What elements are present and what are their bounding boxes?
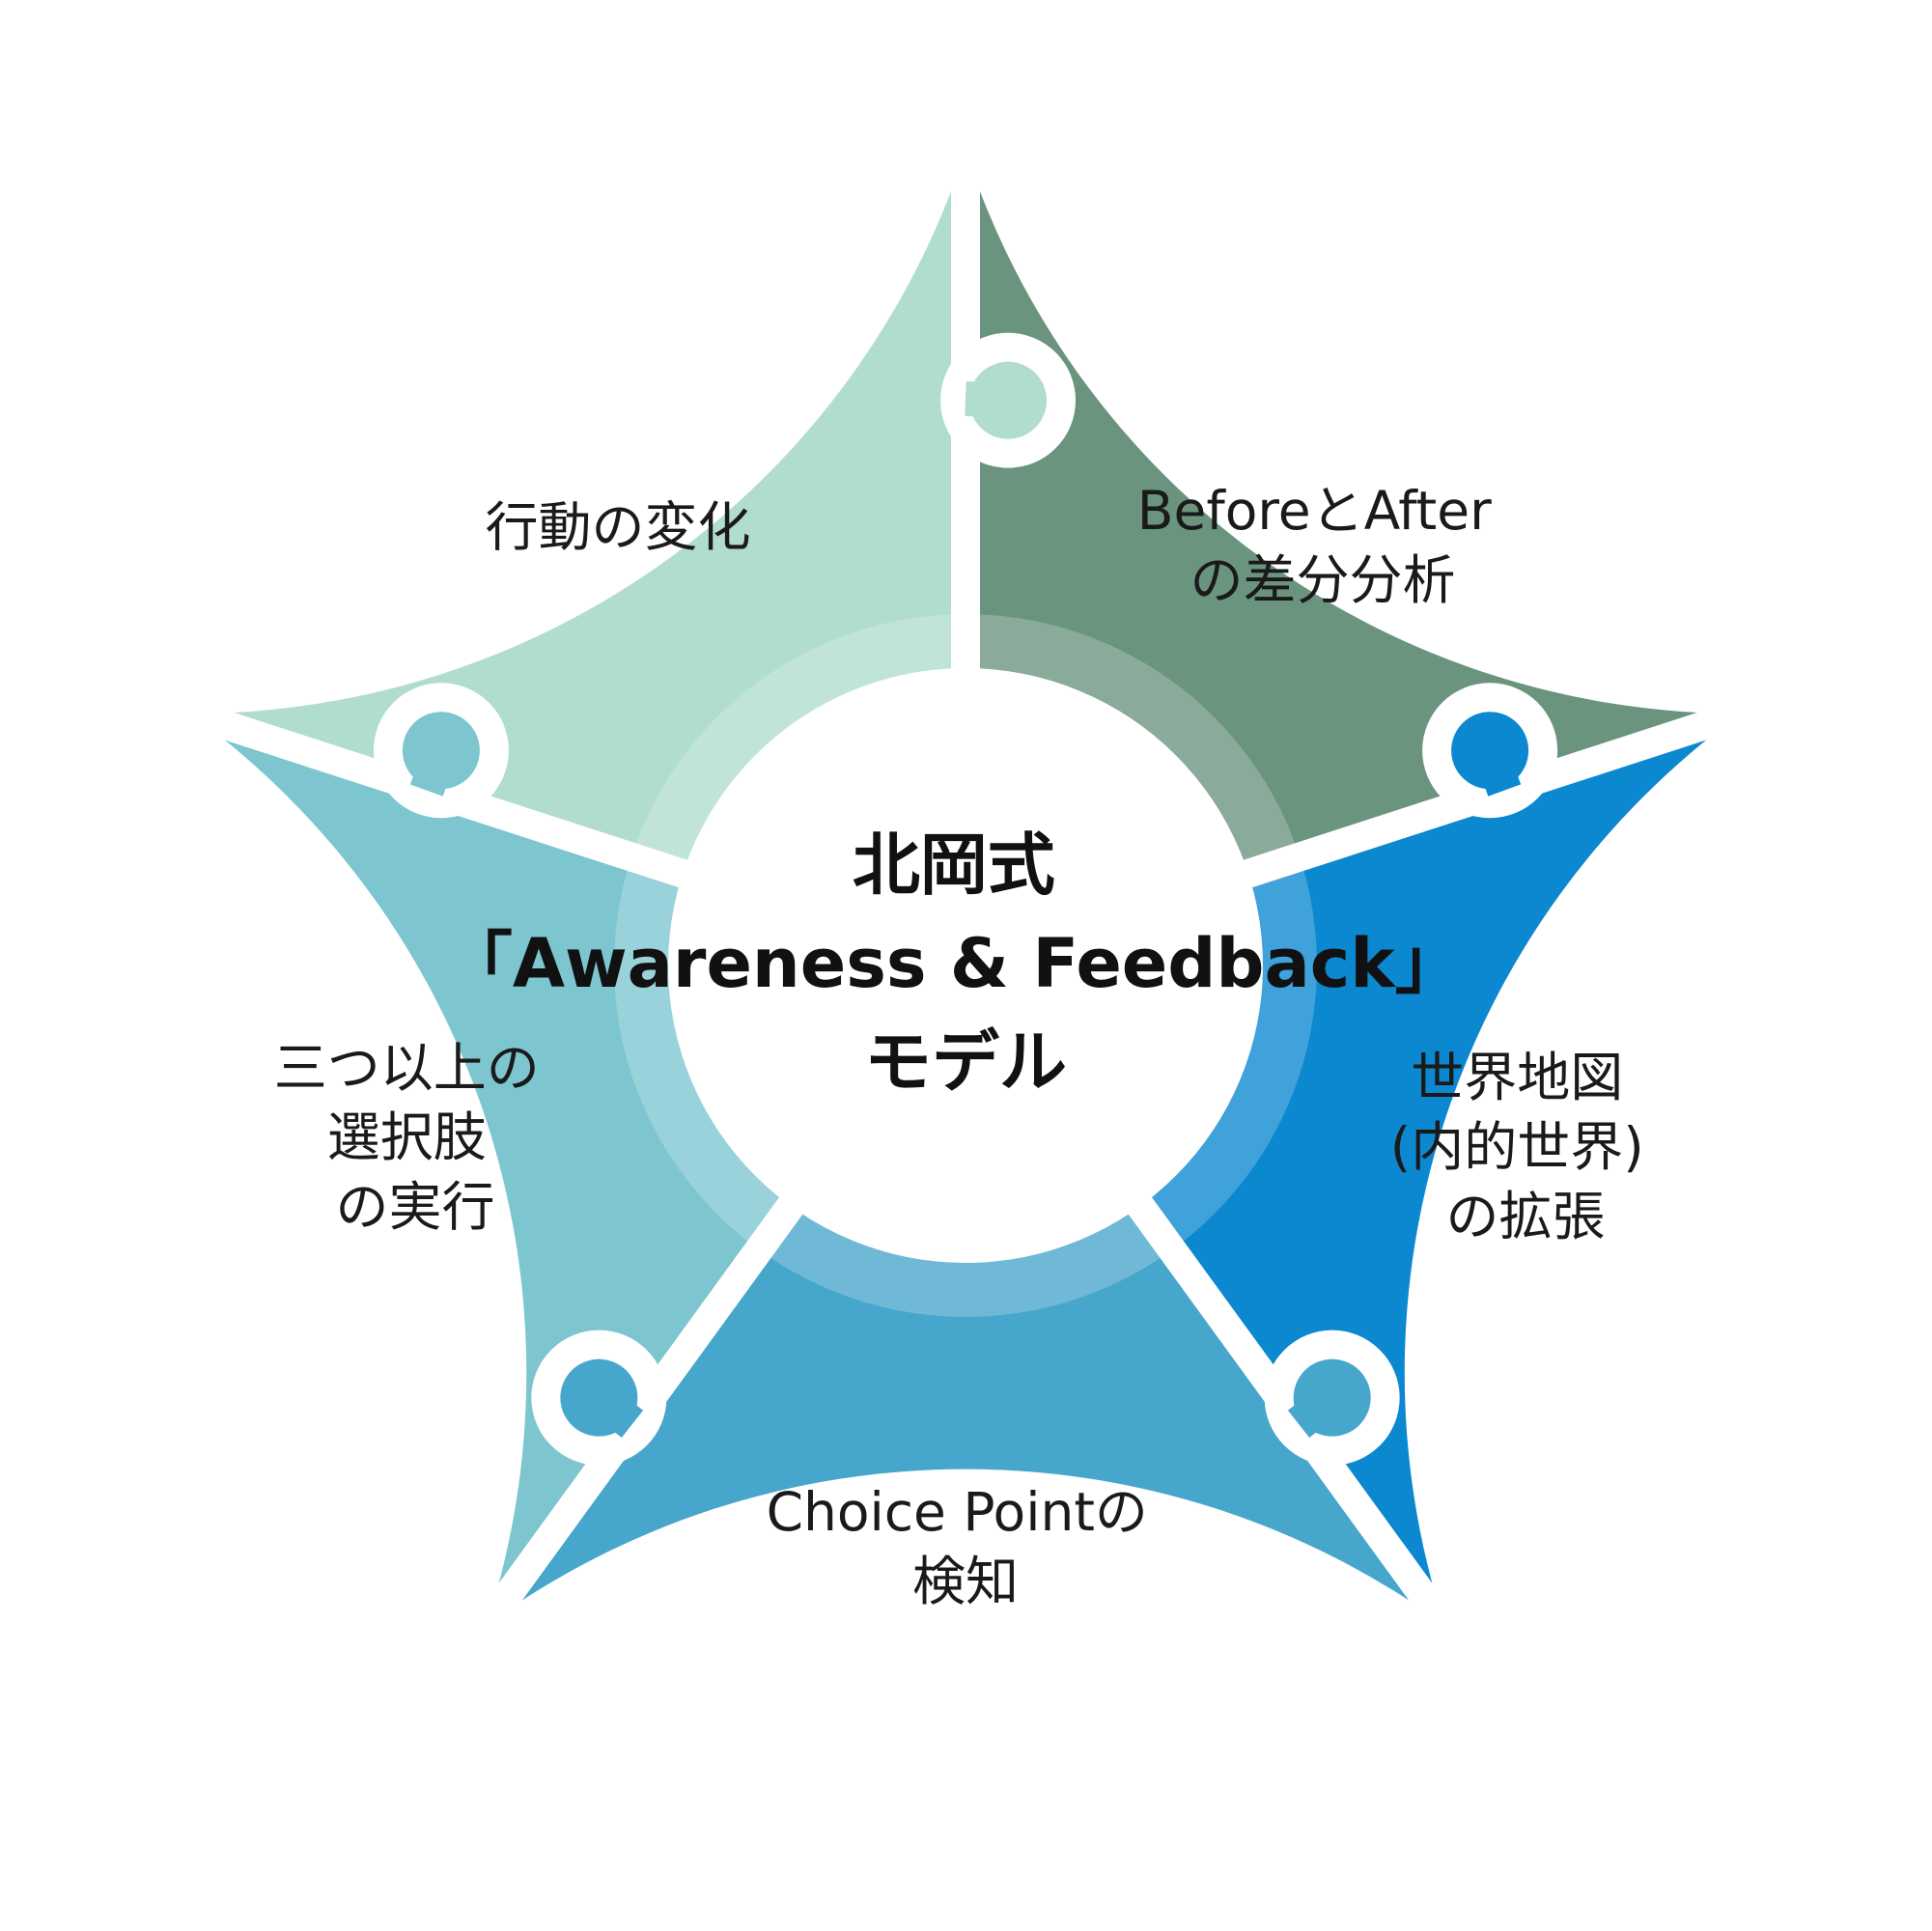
segment-label-behavior-change: 行動の変化 (485, 496, 750, 558)
puzzle-knob-neck (1287, 1384, 1343, 1439)
segment-world-map (190, 714, 806, 1625)
segment-before-after (190, 151, 966, 874)
center-title-line-1: 北岡式 (853, 826, 1055, 905)
puzzle-knobs (402, 361, 1529, 1439)
puzzle-knob-neck (588, 1384, 644, 1439)
segment-label-world-map: 世界地図 (内的世界) の拡張 (1390, 1047, 1661, 1247)
segment-behavior-change (966, 151, 1741, 874)
center-title: 北岡式 「Awareness & Feedback」 モデル (445, 826, 1486, 1102)
segment-label-three-choices: 三つ以上の 選択肢 の実行 (274, 1037, 557, 1238)
segment-label-choice-point: Choice Pointの 検知 (767, 1481, 1165, 1612)
center-title-line-2: 「Awareness & Feedback」 (445, 924, 1463, 1003)
segment-label-before-after: BeforeとAfter の差分分析 (1137, 480, 1508, 611)
segment-choice-point (486, 1149, 1445, 1625)
center-title-line-3: モデル (864, 1022, 1067, 1102)
puzzle-knob-neck (1473, 744, 1522, 797)
segment-labels: BeforeとAfter の差分分析 世界地図 (内的世界) の拡張 Choic… (274, 480, 1661, 1612)
puzzle-knob-neck (409, 744, 458, 797)
puzzle-knob-neck (965, 381, 1009, 418)
segments-group (190, 151, 1741, 1625)
center-circle (668, 668, 1263, 1263)
segment-three-choices (1125, 714, 1741, 1625)
